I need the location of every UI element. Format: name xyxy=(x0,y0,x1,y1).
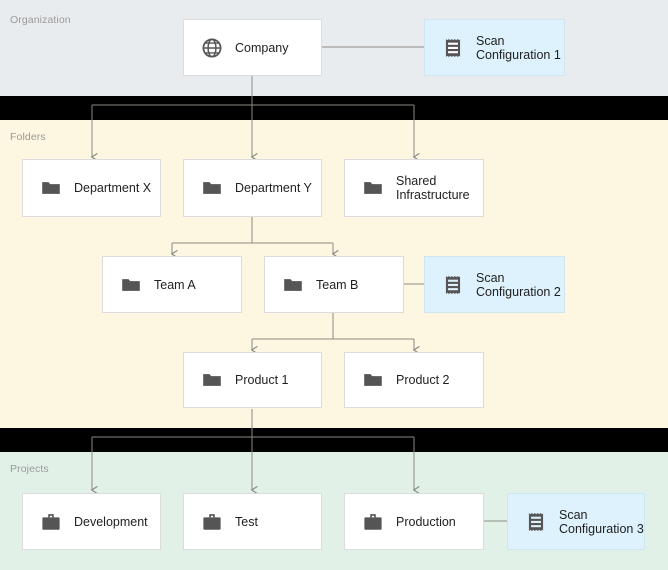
node-label: Department X xyxy=(74,181,152,195)
node-development[interactable]: Development xyxy=(22,493,161,550)
folder-icon xyxy=(284,278,302,291)
folder-icon xyxy=(364,182,382,194)
node-scan-config-2[interactable]: Scan Configuration 2 xyxy=(424,256,565,313)
node-scan-config-1[interactable]: Scan Configuration 1 xyxy=(424,19,565,76)
node-department-y[interactable]: Department Y xyxy=(183,159,322,217)
node-shared-infrastructure[interactable]: Shared Infrastructure xyxy=(344,159,484,217)
node-label: Company xyxy=(235,40,289,55)
scan-config-icon xyxy=(528,512,544,531)
node-scan-config-3[interactable]: Scan Configuration 3 xyxy=(507,493,645,550)
scan-config-icon xyxy=(445,275,461,294)
section-label-projects: Projects xyxy=(10,463,49,475)
node-production[interactable]: Production xyxy=(344,493,484,550)
section-label-folders: Folders xyxy=(10,131,46,143)
node-team-b[interactable]: Team B xyxy=(264,256,404,313)
node-label: Shared Infrastructure xyxy=(396,174,470,202)
briefcase-icon xyxy=(203,513,221,530)
node-label: Department Y xyxy=(235,181,312,195)
folder-icon xyxy=(203,374,221,386)
node-department-x[interactable]: Department X xyxy=(22,159,161,217)
node-label: Scan Configuration 3 xyxy=(559,507,644,536)
section-label-organization: Organization xyxy=(10,14,71,26)
briefcase-icon xyxy=(364,513,382,530)
node-company[interactable]: Company xyxy=(183,19,322,76)
section-organization xyxy=(0,0,668,96)
node-label: Product 2 xyxy=(396,373,450,387)
node-label: Team A xyxy=(154,277,196,292)
folder-icon xyxy=(203,182,221,194)
briefcase-icon xyxy=(42,513,60,530)
folder-icon xyxy=(122,278,140,291)
node-label: Scan Configuration 2 xyxy=(476,270,561,299)
node-label: Test xyxy=(235,514,258,529)
node-label: Production xyxy=(396,514,456,529)
node-label: Team B xyxy=(316,277,359,292)
node-product-1[interactable]: Product 1 xyxy=(183,352,322,408)
node-test[interactable]: Test xyxy=(183,493,322,550)
node-team-a[interactable]: Team A xyxy=(102,256,242,313)
node-product-2[interactable]: Product 2 xyxy=(344,352,484,408)
globe-icon xyxy=(202,38,222,57)
node-label: Development xyxy=(74,514,148,529)
folder-icon xyxy=(42,182,60,194)
node-label: Product 1 xyxy=(235,373,289,387)
folder-icon xyxy=(364,374,382,386)
scan-config-icon xyxy=(445,38,461,57)
node-label: Scan Configuration 1 xyxy=(476,33,561,62)
